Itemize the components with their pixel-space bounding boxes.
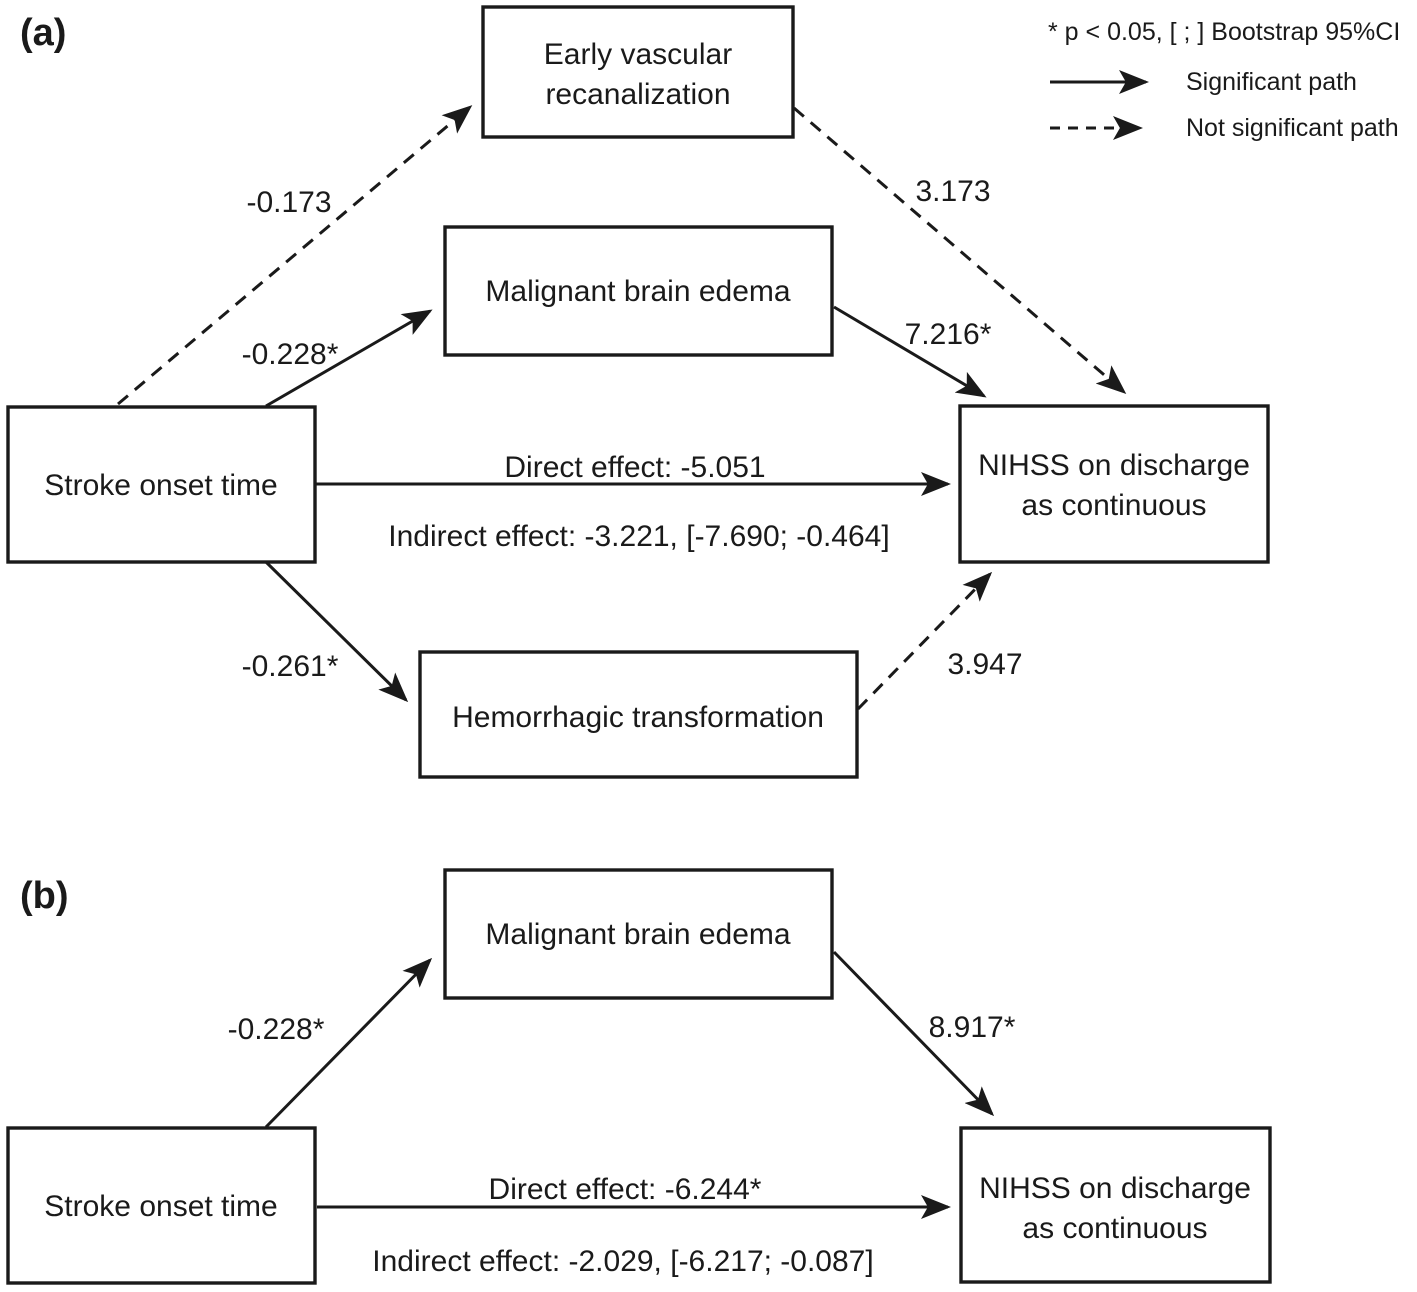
malignant-edema-label: Malignant brain edema bbox=[485, 275, 791, 308]
node-a-nihss: NIHSS on discharge as continuous bbox=[958, 404, 1270, 564]
coef-a-stroke-to-hemorrhagic: -0.261* bbox=[242, 650, 339, 683]
early-vascular-label-line1: Early vascular bbox=[544, 38, 732, 71]
legend-significant-label: Significant path bbox=[1186, 68, 1357, 96]
stroke-onset-label: Stroke onset time bbox=[44, 469, 277, 502]
hemorrhagic-box bbox=[418, 650, 859, 779]
path-a-hemorrhagic-to-nihss-arrow bbox=[856, 571, 993, 711]
legend: * p < 0.05, [ ; ] Bootstrap 95%CI Signif… bbox=[1048, 18, 1400, 142]
node-b-malignant-edema: Malignant brain edema bbox=[443, 868, 834, 1000]
nihss-label-line1: NIHSS on discharge bbox=[979, 1172, 1251, 1205]
legend-not-significant-label: Not significant path bbox=[1186, 114, 1399, 142]
coef-a-hemorrhagic-to-nihss: 3.947 bbox=[947, 648, 1022, 681]
coef-a-stroke-to-edema: -0.228* bbox=[242, 338, 339, 371]
coef-a-stroke-to-early: -0.173 bbox=[246, 186, 331, 219]
stroke-onset-box bbox=[6, 405, 317, 564]
nihss-label-line1: NIHSS on discharge bbox=[978, 449, 1250, 482]
path-a-stroke-to-early-arrow bbox=[117, 105, 473, 406]
node-a-hemorrhagic: Hemorrhagic transformation bbox=[418, 650, 859, 779]
path-b-edema-to-nihss-arrow bbox=[832, 950, 995, 1117]
malignant-edema-box bbox=[443, 868, 834, 1000]
direct-effect-b-label: Direct effect: -6.244* bbox=[489, 1173, 762, 1206]
panel-b-label: (b) bbox=[20, 875, 69, 917]
node-a-early-vascular: Early vascular recanalization bbox=[481, 5, 795, 139]
nihss-label-line2: as continuous bbox=[1021, 489, 1206, 522]
node-b-stroke-onset: Stroke onset time bbox=[6, 1126, 317, 1285]
early-vascular-box bbox=[481, 5, 795, 139]
coef-a-early-to-nihss: 3.173 bbox=[915, 175, 990, 208]
legend-note: * p < 0.05, [ ; ] Bootstrap 95%CI bbox=[1048, 18, 1400, 46]
hemorrhagic-label: Hemorrhagic transformation bbox=[452, 701, 824, 734]
node-b-nihss: NIHSS on discharge as continuous bbox=[959, 1126, 1272, 1284]
coef-a-edema-to-nihss: 7.216* bbox=[905, 318, 992, 351]
path-b-stroke-to-edema-arrow bbox=[264, 957, 433, 1129]
malignant-edema-label: Malignant brain edema bbox=[485, 918, 791, 951]
node-a-stroke-onset: Stroke onset time bbox=[6, 405, 317, 564]
panel-b: (b) Malignant brain edema Stroke onset t… bbox=[6, 868, 1272, 1285]
panel-a-label: (a) bbox=[20, 12, 66, 54]
coef-b-stroke-to-edema: -0.228* bbox=[228, 1013, 325, 1046]
nihss-box bbox=[959, 1126, 1272, 1284]
path-a-stroke-to-edema-arrow bbox=[265, 309, 433, 408]
node-a-malignant-edema: Malignant brain edema bbox=[443, 225, 834, 357]
indirect-effect-b-label: Indirect effect: -2.029, [-6.217; -0.087… bbox=[372, 1245, 873, 1278]
stroke-onset-label: Stroke onset time bbox=[44, 1190, 277, 1223]
nihss-label-line2: as continuous bbox=[1022, 1212, 1207, 1245]
early-vascular-label-line2: recanalization bbox=[545, 78, 730, 111]
coef-b-edema-to-nihss: 8.917* bbox=[929, 1011, 1016, 1044]
stroke-onset-box bbox=[6, 1126, 317, 1285]
direct-effect-a-label: Direct effect: -5.051 bbox=[504, 451, 765, 484]
nihss-box bbox=[958, 404, 1270, 564]
path-a-stroke-to-hemorrhagic-arrow bbox=[264, 560, 409, 703]
malignant-edema-box bbox=[443, 225, 834, 357]
path-a-early-to-nihss-arrow bbox=[793, 106, 1127, 394]
path-a-edema-to-nihss-arrow bbox=[833, 305, 987, 398]
panel-a: (a) * p < 0.05, [ ; ] Bootstrap 95%CI Si… bbox=[6, 5, 1400, 779]
indirect-effect-a-label: Indirect effect: -3.221, [-7.690; -0.464… bbox=[388, 520, 889, 553]
